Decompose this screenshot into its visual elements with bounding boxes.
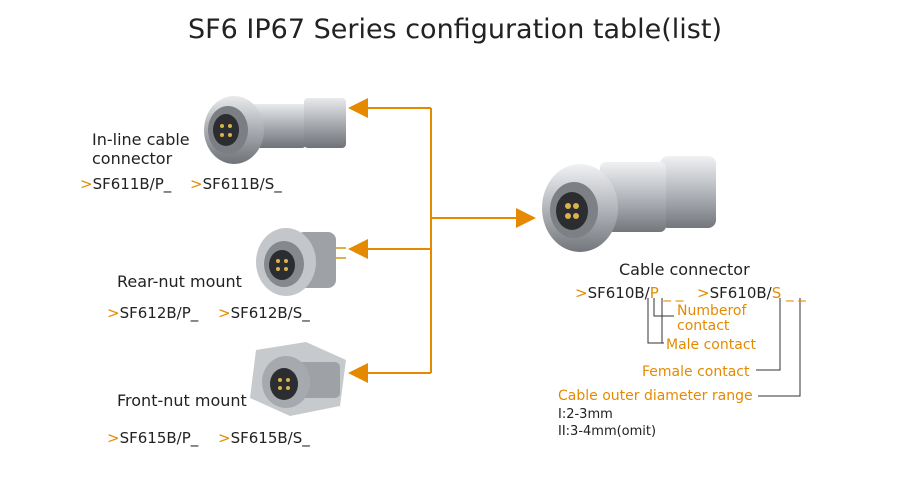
bracket-male-contact xyxy=(647,298,662,344)
chevron: > xyxy=(107,429,120,447)
front-nut-mount-image xyxy=(246,340,350,422)
inline-code-s: >SF611B/S_ xyxy=(190,175,282,193)
page-title: SF6 IP67 Series configuration table(list… xyxy=(187,14,722,45)
bracket-female-contact xyxy=(756,298,781,371)
chevron: > xyxy=(80,175,93,193)
inline-code-p: >SF611B/P_ xyxy=(80,175,172,193)
chevron: > xyxy=(107,304,120,322)
front-label: Front-nut mount xyxy=(117,391,247,410)
annotation-male-contact: Male contact xyxy=(666,337,757,353)
rear-code-p: >SF612B/P_ xyxy=(107,304,199,322)
rear-nut-mount-image xyxy=(252,222,350,302)
bracket-number-of-contact xyxy=(653,298,674,317)
annotation-range-1: I:2-3mm xyxy=(558,407,613,422)
chevron: > xyxy=(697,284,710,302)
annotation-female-contact: Female contact xyxy=(642,364,750,380)
annotation-number-of-contact-1: Numberof xyxy=(677,303,747,319)
inline-label-line2: connector xyxy=(92,149,173,168)
bracket-cable-od xyxy=(758,298,801,397)
cable-code-p: >SF610B/P _ _ xyxy=(575,284,684,302)
cable-label: Cable connector xyxy=(619,260,750,279)
chevron: > xyxy=(575,284,588,302)
cable-connector-image xyxy=(540,148,720,262)
chevron: > xyxy=(218,304,231,322)
chevron: > xyxy=(190,175,203,193)
front-code-p: >SF615B/P_ xyxy=(107,429,199,447)
inline-label-line1: In-line cable xyxy=(92,130,190,149)
rear-code-s: >SF612B/S_ xyxy=(218,304,310,322)
annotation-cable-od-range: Cable outer diameter range xyxy=(558,388,753,404)
inline-connector-image xyxy=(200,86,350,174)
cable-code-s: >SF610B/S _ _ xyxy=(697,284,806,302)
front-code-s: >SF615B/S_ xyxy=(218,429,310,447)
chevron: > xyxy=(218,429,231,447)
rear-label: Rear-nut mount xyxy=(117,272,242,291)
annotation-range-2: II:3-4mm(omit) xyxy=(558,424,657,439)
annotation-number-of-contact-2: contact xyxy=(677,318,730,334)
